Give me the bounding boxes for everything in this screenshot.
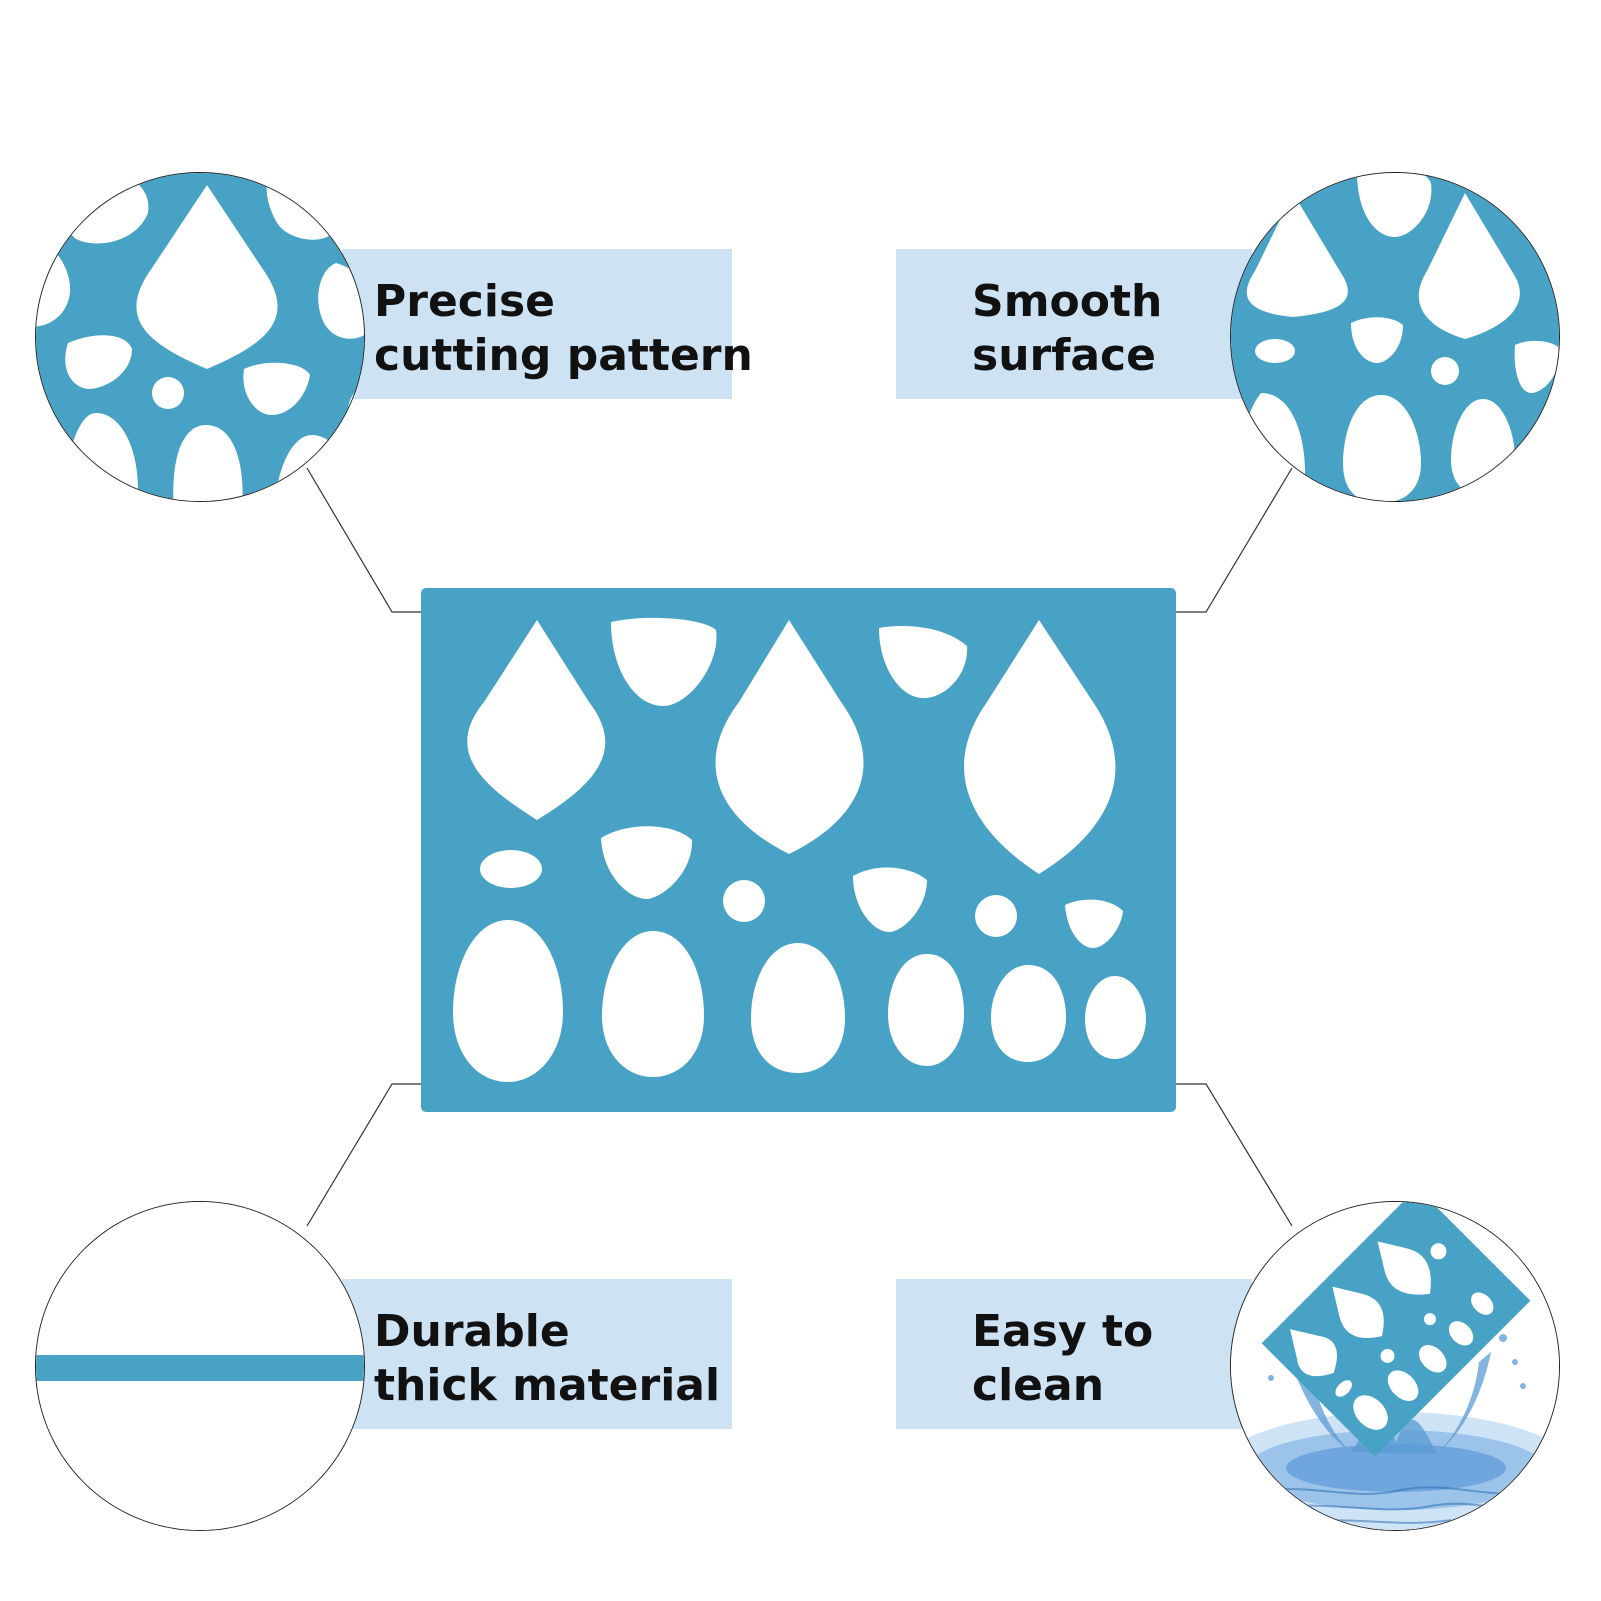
feature-smooth-label: Smooth surface: [972, 275, 1162, 383]
zoom-circle-durable: [35, 1201, 365, 1531]
label-box-smooth: [896, 249, 1252, 399]
smooth-surface-zoom: [1231, 173, 1559, 501]
zoom-circle-precise: [35, 172, 365, 502]
feature-clean-line2: clean: [972, 1360, 1105, 1411]
zoom-circle-clean: [1230, 1201, 1560, 1531]
zoom-circle-smooth: [1230, 172, 1560, 502]
feature-clean-label: Easy to clean: [972, 1305, 1153, 1413]
feature-durable-line2: thick material: [374, 1360, 721, 1411]
feature-durable-label: Durable thick material: [374, 1305, 720, 1413]
feature-precise-line1: Precise: [374, 276, 555, 327]
feature-precise-line2: cutting pattern: [374, 330, 753, 381]
feature-precise-label: Precise cutting pattern: [374, 275, 753, 383]
clean-water-zoom: [1231, 1202, 1559, 1530]
label-box-precise: [342, 249, 732, 399]
feature-smooth-line2: surface: [972, 330, 1156, 381]
stencil-template-board: [421, 588, 1176, 1112]
feature-durable-line1: Durable: [374, 1306, 570, 1357]
feature-clean-line1: Easy to: [972, 1306, 1154, 1357]
precise-pattern-zoom: [36, 173, 364, 501]
label-box-clean: [896, 1279, 1252, 1429]
feature-smooth-line1: Smooth: [972, 276, 1163, 327]
durable-edge-zoom: [36, 1202, 364, 1530]
label-box-durable: [342, 1279, 732, 1429]
